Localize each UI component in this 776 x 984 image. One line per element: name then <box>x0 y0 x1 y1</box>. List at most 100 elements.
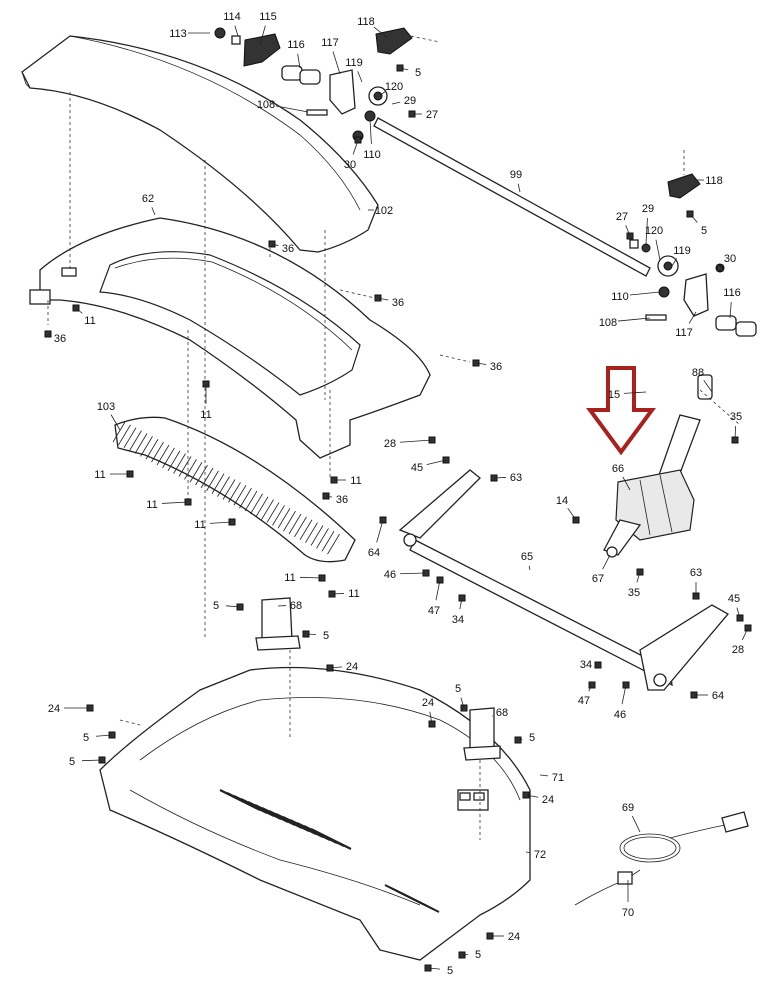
leader-117 <box>688 311 697 324</box>
leader-46 <box>621 684 627 705</box>
grille-slat <box>173 453 186 474</box>
callout-27: 27 <box>616 211 628 223</box>
callout-11: 11 <box>194 519 205 531</box>
callout-15: 15 <box>608 389 620 401</box>
callout-62: 62 <box>142 193 154 205</box>
leader-5 <box>460 697 465 709</box>
leader-36 <box>325 495 333 498</box>
callout-36: 36 <box>392 297 404 309</box>
leader-120 <box>379 91 386 96</box>
leader-47 <box>435 579 441 601</box>
callout-34: 34 <box>580 659 592 671</box>
callout-45: 45 <box>411 462 423 474</box>
callout-29: 29 <box>404 95 416 107</box>
callout-11: 11 <box>200 409 211 421</box>
callout-5: 5 <box>83 732 89 744</box>
callout-35: 35 <box>730 411 742 423</box>
leader-35 <box>734 425 736 441</box>
callout-65: 65 <box>521 551 533 563</box>
callout-28: 28 <box>732 644 744 656</box>
grille-slat <box>327 533 340 555</box>
callout-5: 5 <box>323 630 329 642</box>
grille-slat <box>228 482 241 503</box>
callout-29: 29 <box>642 203 654 215</box>
callout-35: 35 <box>628 587 640 599</box>
grille-slat <box>112 421 126 443</box>
grille-slat <box>206 470 219 492</box>
grille-slat <box>288 513 302 535</box>
callout-24: 24 <box>346 661 358 673</box>
leader-36 <box>377 297 389 301</box>
grille-slat <box>250 493 263 515</box>
leader-lines <box>47 25 749 970</box>
leader-108 <box>275 105 309 113</box>
grille-slat <box>244 490 258 512</box>
callout-5: 5 <box>415 67 421 79</box>
callout-34: 34 <box>452 614 464 626</box>
callout-110: 110 <box>611 291 629 303</box>
bracket-assembly-left <box>214 27 413 142</box>
bracket-assembly-right <box>629 173 757 337</box>
callout-5: 5 <box>475 949 481 961</box>
callout-118: 118 <box>705 175 723 187</box>
callout-119: 119 <box>673 245 691 257</box>
leader-15 <box>623 391 647 394</box>
leader-88 <box>703 379 713 393</box>
callout-11: 11 <box>84 315 95 327</box>
grille-slat <box>316 528 329 549</box>
grille-slat <box>145 439 159 460</box>
callout-30: 30 <box>344 159 356 171</box>
callout-114: 114 <box>223 11 241 23</box>
support-part-68b <box>463 707 501 761</box>
callout-28: 28 <box>384 438 396 450</box>
leader-5 <box>399 67 409 71</box>
leader-63 <box>493 477 507 479</box>
grille-slat <box>277 508 291 529</box>
callout-47: 47 <box>428 605 440 617</box>
base-cover-part-72 <box>99 666 531 961</box>
leader-30 <box>352 139 359 155</box>
hood-part-102 <box>21 35 379 253</box>
callout-103: 103 <box>97 401 115 413</box>
hood-part-62 <box>29 217 431 459</box>
callout-115: 115 <box>259 11 277 23</box>
callout-117: 117 <box>675 327 693 339</box>
leader-28 <box>399 439 433 443</box>
leader-69 <box>631 815 641 833</box>
callout-120: 120 <box>385 81 403 93</box>
leader-72 <box>525 851 531 853</box>
callout-117: 117 <box>321 37 339 49</box>
leader-46 <box>399 572 427 575</box>
support-part-68a <box>255 597 301 651</box>
callout-116: 116 <box>287 39 305 51</box>
vent-slot <box>414 899 440 913</box>
axle-part-99 <box>373 117 651 277</box>
leader-28 <box>741 627 749 641</box>
callout-11: 11 <box>350 475 361 487</box>
leader-11 <box>75 307 83 314</box>
grille-slat <box>321 531 335 552</box>
leader-11 <box>299 576 323 579</box>
leader-27 <box>625 225 631 237</box>
callout-36: 36 <box>336 494 348 506</box>
grille-slat <box>129 430 142 451</box>
grille-slat <box>200 467 214 489</box>
leader-5 <box>689 213 698 223</box>
leader-110 <box>369 119 372 145</box>
callout-5: 5 <box>69 756 75 768</box>
callout-68: 68 <box>496 707 508 719</box>
incline-motor-part-66 <box>603 374 713 558</box>
grille-slat <box>140 436 153 457</box>
leader-116 <box>297 53 301 69</box>
leader-11 <box>161 501 189 504</box>
callout-99: 99 <box>510 169 522 181</box>
grille-slat <box>167 450 181 471</box>
callout-5: 5 <box>213 600 219 612</box>
grille-slat <box>178 456 192 477</box>
leader-36 <box>47 333 51 336</box>
grille-slat <box>266 502 280 523</box>
callout-24: 24 <box>508 931 520 943</box>
grille-slat <box>118 424 131 446</box>
callout-64: 64 <box>368 547 380 559</box>
